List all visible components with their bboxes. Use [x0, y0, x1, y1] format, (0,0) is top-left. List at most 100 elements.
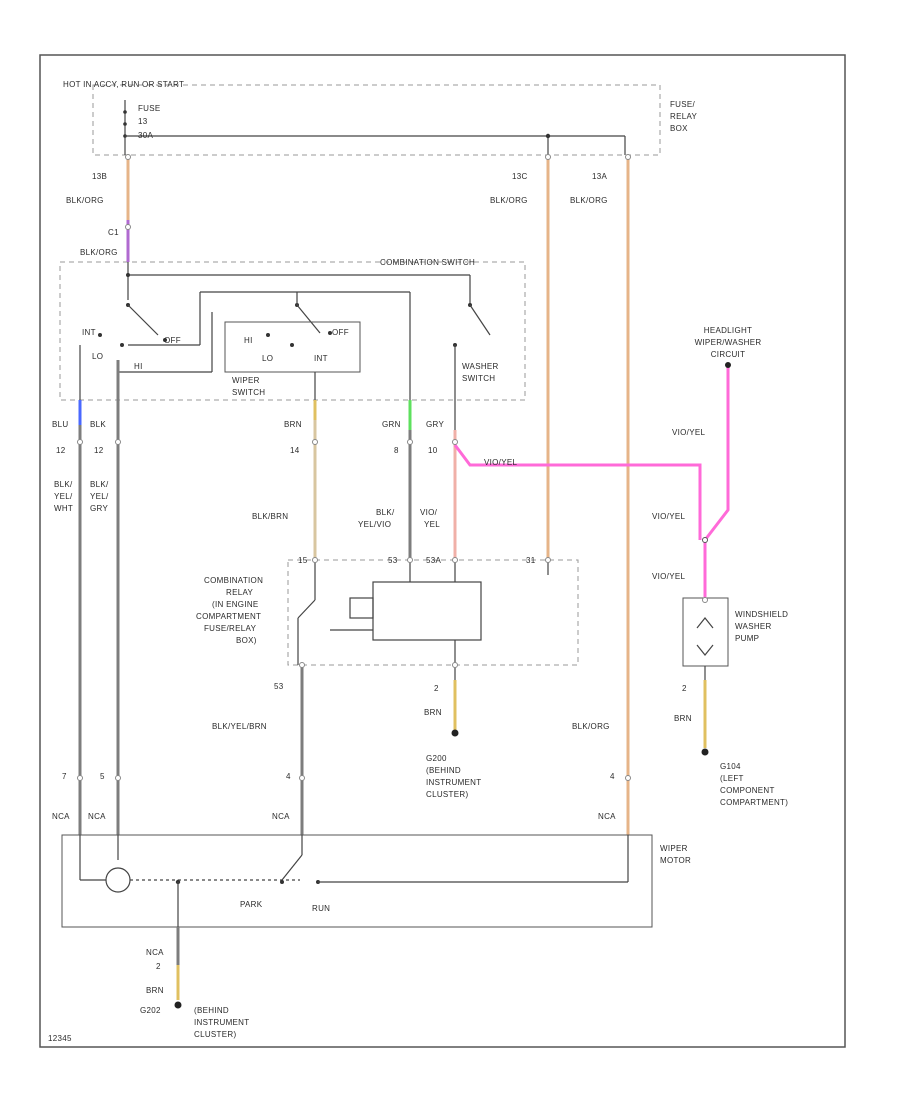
wire-13c-color: BLK/ORG [490, 196, 528, 205]
g202-desc-2: INSTRUMENT [194, 1018, 250, 1027]
relay-pin-15: 15 [298, 556, 308, 565]
wire-vio-yel-h: VIO/YEL [484, 458, 518, 467]
combination-switch-label: COMBINATION SWITCH [380, 258, 476, 267]
wire-brn-label: BRN [284, 420, 302, 429]
wire-vio-yel-pair-2: YEL [424, 520, 441, 529]
motor-pin-c: 4 [286, 772, 291, 781]
outer-frame [39, 54, 846, 1048]
wire-blu-label: BLU [52, 420, 69, 429]
relay-gnd-brn: BRN [424, 708, 442, 717]
pump-brn: BRN [674, 714, 692, 723]
relay-label-5: FUSE/RELAY [204, 624, 257, 633]
fuse-label-3: 30A [138, 131, 154, 140]
pump-pin: 2 [682, 684, 687, 693]
g104-2: (LEFT [720, 774, 744, 783]
wire-13b-color: BLK/ORG [66, 196, 104, 205]
relay-pin-53b: 53 [274, 682, 284, 691]
figure-id: 12345 [48, 1034, 72, 1043]
wire-vio-yel [453, 444, 702, 540]
combination-relay-box [287, 559, 579, 666]
g104-3: COMPONENT [720, 786, 775, 795]
pos-hi-left: HI [134, 362, 143, 371]
relay-label-6: BOX) [236, 636, 257, 645]
wire-blk-yel-vio-1: BLK/ [376, 508, 395, 517]
gnd-pin: 2 [156, 962, 161, 971]
motor-pin-a: 7 [62, 772, 67, 781]
fuse-box-label-3: BOX [670, 124, 688, 133]
pos-lo-mid: LO [262, 354, 274, 363]
g104-1: G104 [720, 762, 741, 771]
pos-int-mid: INT [314, 354, 328, 363]
washer-switch-label-1: WASHER [462, 362, 499, 371]
wire-blu-pin: 12 [56, 446, 66, 455]
washer-pump-box [682, 597, 729, 667]
g202-desc-3: CLUSTER) [194, 1030, 237, 1039]
gnd-nca: NCA [146, 948, 164, 957]
nca-1: NCA [52, 812, 70, 821]
wire-vio-yel-pair-1: VIO/ [420, 508, 438, 517]
wire-blk-yel-wht-2: YEL/ [54, 492, 73, 501]
wire-13a-color: BLK/ORG [570, 196, 608, 205]
pos-off-left: OFF [164, 336, 181, 345]
g104-4: COMPARTMENT) [720, 798, 789, 807]
park-label: PARK [240, 900, 263, 909]
wire-brn-pin: 14 [290, 446, 300, 455]
washer-pump-label-1: WINDSHIELD [735, 610, 789, 619]
wire-blk-org-switch: BLK/ORG [80, 248, 118, 257]
pos-int-left: INT [82, 328, 96, 337]
gnd-brn: BRN [146, 986, 164, 995]
pin-13a: 13A [592, 172, 608, 181]
pos-off-mid: OFF [332, 328, 349, 337]
headlight-circuit-2: WIPER/WASHER [694, 338, 762, 347]
vio-yel-label-3: VIO/YEL [652, 572, 686, 581]
fuse-relay-box [92, 84, 661, 156]
wire-gry-label: GRY [426, 420, 445, 429]
g202-desc-1: (BEHIND [194, 1006, 229, 1015]
wire-grn-label: GRN [382, 420, 401, 429]
fuse-label-2: 13 [138, 117, 148, 126]
g200-4: CLUSTER) [426, 790, 469, 799]
relay-gnd-pin: 2 [434, 684, 439, 693]
wire-blk-label: BLK [90, 420, 107, 429]
wire-blk-yel-wht-1: BLK/ [54, 480, 73, 489]
wire-grn-pin: 8 [394, 446, 399, 455]
combination-switch-box [59, 261, 526, 401]
relay-pin-53a: 53A [426, 556, 442, 565]
relay-label-1: COMBINATION [204, 576, 264, 585]
wire-blk-yel-gry-1: BLK/ [90, 480, 109, 489]
wire-blk-org-lower: BLK/ORG [572, 722, 610, 731]
wiper-motor-label-2: MOTOR [660, 856, 692, 865]
pin-13b: 13B [92, 172, 108, 181]
nca-2: NCA [88, 812, 106, 821]
relay-pin-31: 31 [526, 556, 536, 565]
wiper-motor-box [61, 834, 653, 928]
fuse-box-label-2: RELAY [670, 112, 698, 121]
fuse-box-label-1: FUSE/ [670, 100, 696, 109]
run-label: RUN [312, 904, 331, 913]
wire-blk-yel-gry-2: YEL/ [90, 492, 109, 501]
nca-4: NCA [598, 812, 616, 821]
g200-1: G200 [426, 754, 447, 763]
g202-label: G202 [140, 1006, 161, 1015]
relay-label-4: COMPARTMENT [196, 612, 262, 621]
nca-3: NCA [272, 812, 290, 821]
washer-pump-label-2: WASHER [735, 622, 772, 631]
wire-blk-yel-vio-2: YEL/VIO [358, 520, 392, 529]
pin-c1: C1 [108, 228, 119, 237]
wire-blk-yel-wht-3: WHT [54, 504, 74, 513]
wire-blk-pin: 12 [94, 446, 104, 455]
vio-yel-label-1: VIO/YEL [672, 428, 706, 437]
wiper-switch-label-2: SWITCH [232, 388, 266, 397]
motor-pin-b: 5 [100, 772, 105, 781]
pos-lo-left: LO [92, 352, 104, 361]
wiper-switch-label-1: WIPER [232, 376, 260, 385]
hot-label: HOT IN ACCY, RUN OR START [63, 80, 185, 89]
headlight-circuit-1: HEADLIGHT [703, 326, 753, 335]
wire-blk-yel-brn: BLK/YEL/BRN [212, 722, 267, 731]
relay-label-2: RELAY [226, 588, 254, 597]
relay-pin-53: 53 [388, 556, 398, 565]
washer-switch-label-2: SWITCH [462, 374, 496, 383]
wire-blk-brn-label: BLK/BRN [252, 512, 289, 521]
g200-3: INSTRUMENT [426, 778, 482, 787]
